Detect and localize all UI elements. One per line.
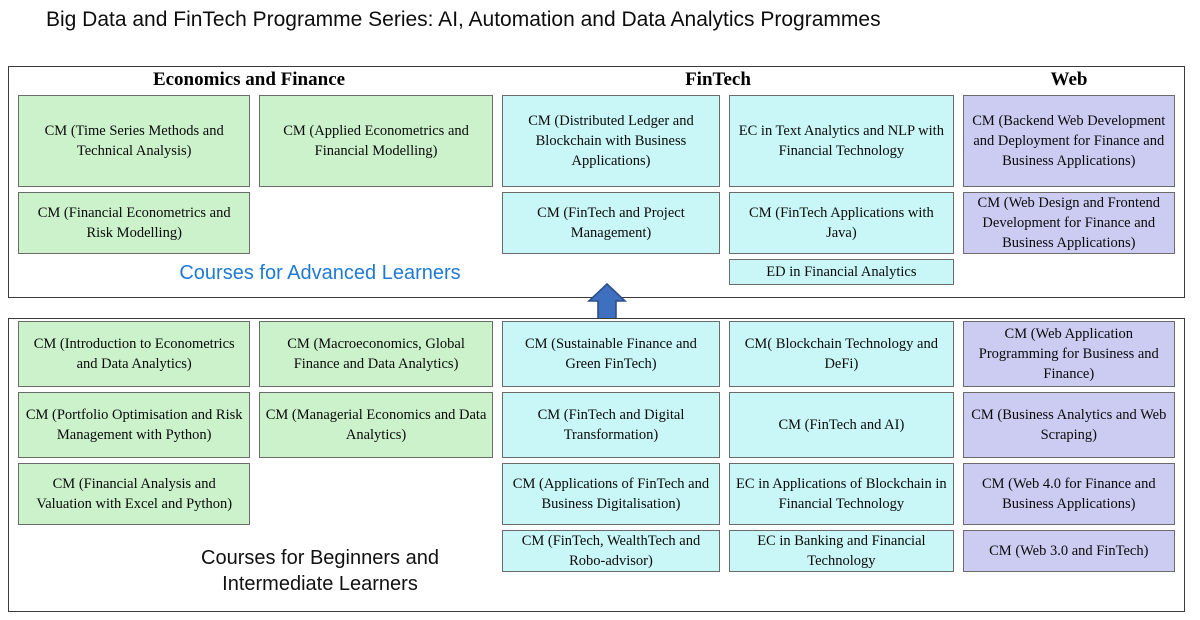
course-box[interactable]: CM (FinTech Applications with Java) [729, 192, 954, 254]
advanced-column-economics-b: CM (Applied Econometrics and Financial M… [250, 95, 493, 285]
beginner-column-fintech-b: CM( Blockchain Technology and DeFi) CM (… [720, 321, 954, 572]
course-box[interactable]: CM (Distributed Ledger and Blockchain wi… [501, 95, 721, 187]
beginner-learners-caption: Courses for Beginners and Intermediate L… [201, 547, 439, 595]
course-box[interactable]: CM (Financial Analysis and Valuation wit… [18, 463, 251, 525]
course-box[interactable]: CM (Backend Web Development and Deployme… [962, 95, 1176, 187]
advanced-learners-caption: Courses for Advanced Learners [179, 262, 461, 284]
beginner-intermediate-learners-panel: CM (Introduction to Econometrics and Dat… [8, 318, 1185, 612]
course-box[interactable]: CM (Applied Econometrics and Financial M… [259, 95, 493, 187]
advanced-column-web: CM (Backend Web Development and Deployme… [954, 95, 1184, 285]
course-box[interactable]: CM (Applications of FinTech and Business… [501, 463, 721, 525]
advanced-learners-panel: Economics and Finance FinTech Web CM (Ti… [8, 66, 1185, 298]
course-box[interactable]: CM (Web 3.0 and FinTech) [962, 530, 1176, 572]
beginner-column-economics-a: CM (Introduction to Econometrics and Dat… [9, 321, 251, 572]
beginner-column-web: CM (Web Application Programming for Busi… [954, 321, 1184, 572]
course-box[interactable]: EC in Applications of Blockchain in Fina… [729, 463, 954, 525]
course-box[interactable]: CM (Sustainable Finance and Green FinTec… [501, 321, 721, 387]
column-header-fintech: FinTech [685, 69, 751, 90]
course-box[interactable]: EC in Text Analytics and NLP with Financ… [729, 95, 954, 187]
advanced-column-headers: Economics and Finance FinTech Web [9, 67, 1184, 95]
course-box[interactable]: CM (Macroeconomics, Global Finance and D… [259, 321, 493, 387]
beginner-column-fintech-a: CM (Sustainable Finance and Green FinTec… [493, 321, 721, 572]
course-box[interactable]: ED in Financial Analytics [729, 259, 954, 285]
course-box[interactable]: CM (FinTech, WealthTech and Robo-advisor… [501, 530, 721, 572]
course-box[interactable]: CM (Web Application Programming for Busi… [962, 321, 1176, 387]
course-box[interactable]: CM (FinTech and Project Management) [501, 192, 721, 254]
page-title: Big Data and FinTech Programme Series: A… [46, 8, 881, 31]
beginner-column-economics-b: CM (Macroeconomics, Global Finance and D… [250, 321, 493, 572]
beginner-columns: CM (Introduction to Econometrics and Dat… [9, 321, 1184, 572]
advanced-column-fintech-a: CM (Distributed Ledger and Blockchain wi… [493, 95, 721, 285]
advanced-columns: CM (Time Series Methods and Technical An… [9, 95, 1184, 285]
course-box[interactable]: CM (FinTech and AI) [729, 392, 954, 458]
course-box[interactable]: CM (Portfolio Optimisation and Risk Mana… [18, 392, 251, 458]
course-box[interactable]: CM (Time Series Methods and Technical An… [18, 95, 251, 187]
course-box[interactable]: CM (Business Analytics and Web Scraping) [962, 392, 1176, 458]
column-header-economics-and-finance: Economics and Finance [152, 69, 346, 90]
course-box[interactable]: CM( Blockchain Technology and DeFi) [729, 321, 954, 387]
course-box[interactable]: EC in Banking and Financial Technology [729, 530, 954, 572]
advanced-column-fintech-b: EC in Text Analytics and NLP with Financ… [720, 95, 954, 285]
course-box[interactable]: CM (Introduction to Econometrics and Dat… [18, 321, 251, 387]
advanced-column-economics-a: CM (Time Series Methods and Technical An… [9, 95, 251, 285]
course-box[interactable]: CM (Financial Econometrics and Risk Mode… [18, 192, 251, 254]
course-box[interactable]: CM (Web Design and Frontend Development … [962, 192, 1176, 254]
course-box[interactable]: CM (Web 4.0 for Finance and Business App… [962, 463, 1176, 525]
course-box[interactable]: CM (FinTech and Digital Transformation) [501, 392, 721, 458]
course-box[interactable]: CM (Managerial Economics and Data Analyt… [259, 392, 493, 458]
column-header-web: Web [1050, 69, 1088, 90]
